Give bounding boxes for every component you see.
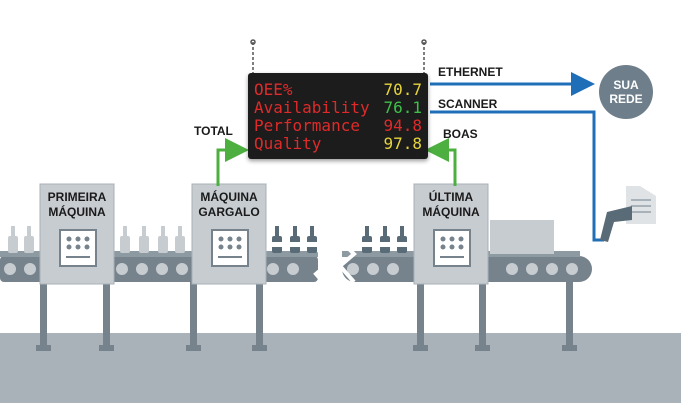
- board-value: 94.8: [383, 116, 422, 135]
- board-label: Availability: [254, 98, 370, 117]
- bottle: [175, 226, 185, 253]
- network-node: SUA REDE: [599, 65, 653, 119]
- machine-label-line2: MÁQUINA: [48, 205, 106, 219]
- board-label: OEE%: [254, 80, 293, 99]
- bottle: [272, 226, 282, 253]
- total-arrow: [216, 138, 249, 186]
- board-row-availability: Availability 76.1: [254, 99, 422, 117]
- conveyor-break: [313, 248, 333, 292]
- scanner-label: SCANNER: [438, 97, 498, 111]
- oee-display-board: OEE% 70.7 Availability 76.1 Performance …: [248, 73, 428, 159]
- empty-bottles: [8, 226, 185, 253]
- conveyor-break-2: [337, 240, 357, 284]
- bottle: [362, 226, 372, 253]
- network-label-line1: SUA: [613, 78, 639, 92]
- bottle: [290, 226, 300, 253]
- machine-bottleneck-label: MÁQUINA GARGALO: [192, 190, 266, 224]
- conveyor-legs: [36, 280, 577, 351]
- board-label: Performance: [254, 116, 360, 135]
- floor: [0, 333, 681, 403]
- ethernet-label: ETHERNET: [438, 65, 503, 79]
- conveyor-rollers: [2, 261, 580, 277]
- board-value: 70.7: [383, 80, 422, 99]
- bottle: [139, 226, 149, 253]
- bottle: [307, 226, 317, 253]
- bottle: [380, 226, 390, 253]
- board-value: 97.8: [383, 134, 422, 153]
- network-label-line2: REDE: [609, 92, 643, 106]
- board-row-performance: Performance 94.8: [254, 117, 422, 135]
- boas-arrow: [425, 138, 457, 186]
- machine-label-line2: MÁQUINA: [422, 205, 480, 219]
- machine-last-label: ÚLTIMA MÁQUINA: [414, 190, 488, 224]
- bottle: [8, 226, 18, 253]
- machine-last: [413, 183, 489, 285]
- machine-first: [39, 183, 115, 285]
- board-value: 76.1: [383, 98, 422, 117]
- scanner-link: [430, 110, 604, 242]
- machine-label-line1: MÁQUINA: [200, 190, 258, 204]
- board-label: Quality: [254, 134, 322, 153]
- board-row-quality: Quality 97.8: [254, 135, 422, 153]
- packing-box: [490, 220, 554, 254]
- bottle: [158, 226, 168, 253]
- total-label: TOTAL: [194, 124, 233, 138]
- machine-label-line2: GARGALO: [198, 205, 260, 219]
- boas-label: BOAS: [443, 127, 478, 141]
- barcode-scanner-icon: [600, 186, 656, 242]
- machine-label-line1: ÚLTIMA: [428, 190, 474, 204]
- bottle: [24, 226, 34, 253]
- bottle: [120, 226, 130, 253]
- bottle: [397, 226, 407, 253]
- machine-bottleneck: [191, 183, 267, 285]
- filled-bottles: [272, 226, 407, 253]
- board-row-oee: OEE% 70.7: [254, 81, 422, 99]
- machine-first-label: PRIMEIRA MÁQUINA: [40, 190, 114, 224]
- machine-label-line1: PRIMEIRA: [47, 190, 107, 204]
- board-chains: [250, 39, 427, 74]
